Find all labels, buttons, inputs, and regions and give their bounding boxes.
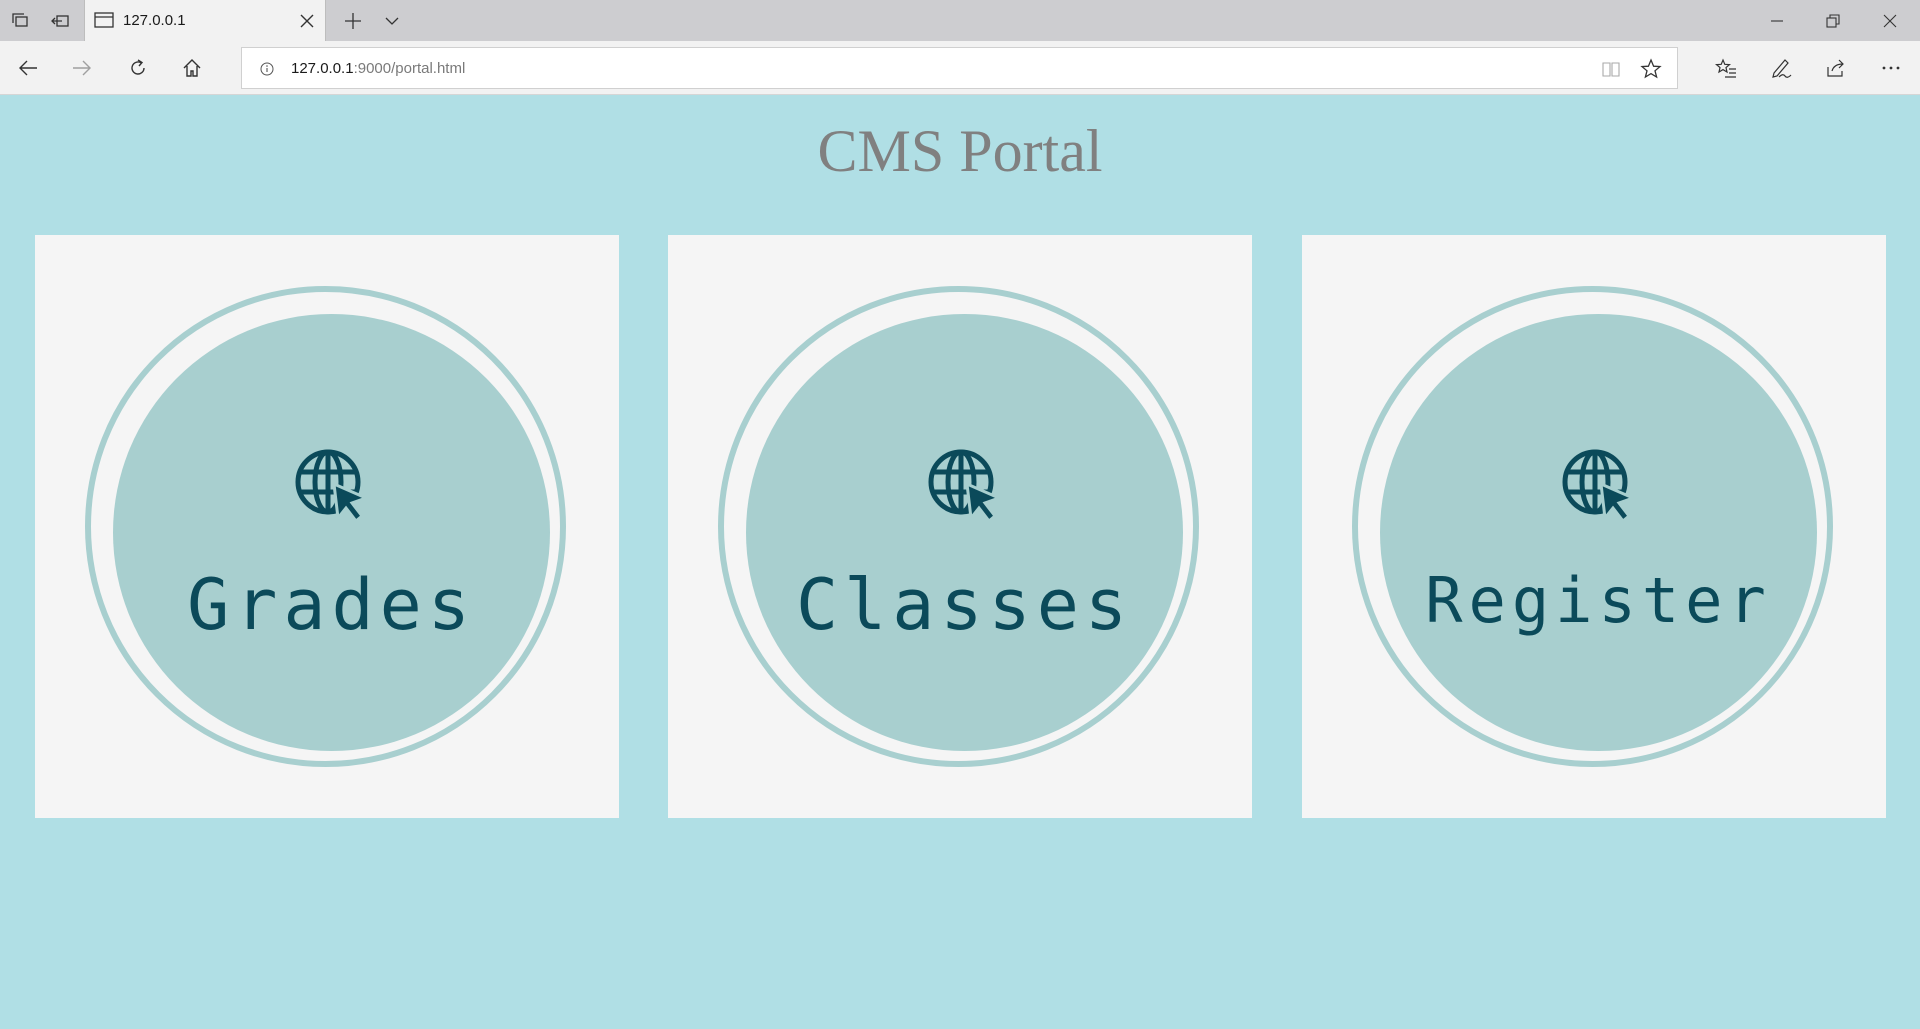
card-circle[interactable]: Register bbox=[1380, 314, 1817, 751]
page-title: CMS Portal bbox=[817, 118, 1103, 184]
url-path: :9000/portal.html bbox=[353, 60, 466, 77]
globe-cursor-icon bbox=[928, 449, 1003, 524]
minimize-icon bbox=[1771, 19, 1783, 22]
browser-tab-active[interactable]: 127.0.0.1 bbox=[84, 0, 326, 41]
card-ring: Register bbox=[1352, 286, 1833, 767]
card-circle[interactable]: Grades bbox=[113, 314, 550, 751]
forward-button[interactable] bbox=[62, 48, 102, 88]
card-label: Register bbox=[1425, 564, 1772, 637]
favorites-list-icon bbox=[1715, 58, 1736, 78]
share-button[interactable] bbox=[1816, 48, 1856, 88]
share-icon bbox=[1827, 59, 1844, 77]
refresh-icon bbox=[131, 59, 145, 75]
home-button[interactable] bbox=[172, 48, 212, 88]
url-host: 127.0.0.1 bbox=[291, 60, 354, 77]
refresh-button[interactable] bbox=[118, 48, 158, 88]
favorite-star-icon[interactable] bbox=[1640, 58, 1662, 80]
tab-manager-button[interactable] bbox=[0, 0, 40, 41]
arrow-right-icon bbox=[73, 60, 91, 76]
close-icon bbox=[1883, 14, 1897, 27]
more-icon bbox=[1882, 66, 1900, 70]
tab-preview-button[interactable] bbox=[372, 0, 412, 41]
card-circle[interactable]: Classes bbox=[746, 314, 1183, 751]
tab-title: 127.0.0.1 bbox=[123, 12, 186, 29]
globe-cursor-icon bbox=[295, 449, 370, 524]
restore-icon bbox=[1826, 13, 1840, 28]
card-ring: Grades bbox=[85, 286, 566, 767]
minimize-button[interactable] bbox=[1749, 0, 1805, 41]
card-label: Grades bbox=[187, 564, 476, 646]
home-icon bbox=[183, 59, 201, 77]
page-icon bbox=[94, 12, 114, 28]
browser-titlebar: 127.0.0.1 bbox=[0, 0, 1920, 41]
arrow-left-icon bbox=[19, 60, 37, 76]
favorites-hub-button[interactable] bbox=[1706, 48, 1746, 88]
page-content: CMS Portal Grades bbox=[0, 95, 1920, 1029]
reading-view-icon[interactable] bbox=[1600, 58, 1622, 80]
close-window-button[interactable] bbox=[1862, 0, 1918, 41]
tabs-icon bbox=[12, 12, 28, 27]
close-tab-icon[interactable] bbox=[297, 11, 317, 31]
globe-cursor-icon bbox=[1562, 449, 1637, 524]
url-text[interactable]: 127.0.0.1:9000/portal.html bbox=[291, 60, 465, 77]
tabs-aside-icon bbox=[51, 14, 69, 27]
web-note-button[interactable] bbox=[1761, 48, 1801, 88]
address-bar[interactable]: 127.0.0.1:9000/portal.html bbox=[241, 47, 1678, 89]
card-grades[interactable]: Grades bbox=[35, 235, 619, 818]
card-label: Classes bbox=[795, 564, 1133, 646]
restore-button[interactable] bbox=[1805, 0, 1861, 41]
card-ring: Classes bbox=[718, 286, 1199, 767]
pen-icon bbox=[1772, 59, 1792, 78]
chevron-down-icon bbox=[385, 17, 399, 25]
card-classes[interactable]: Classes bbox=[668, 235, 1252, 818]
back-button[interactable] bbox=[8, 48, 48, 88]
new-tab-button[interactable] bbox=[333, 0, 373, 41]
plus-icon bbox=[345, 12, 361, 29]
info-icon[interactable] bbox=[256, 58, 278, 80]
more-options-button[interactable] bbox=[1871, 48, 1911, 88]
card-register[interactable]: Register bbox=[1302, 235, 1886, 818]
set-tabs-aside-button[interactable] bbox=[40, 0, 80, 41]
browser-toolbar: 127.0.0.1:9000/portal.html bbox=[0, 41, 1920, 95]
